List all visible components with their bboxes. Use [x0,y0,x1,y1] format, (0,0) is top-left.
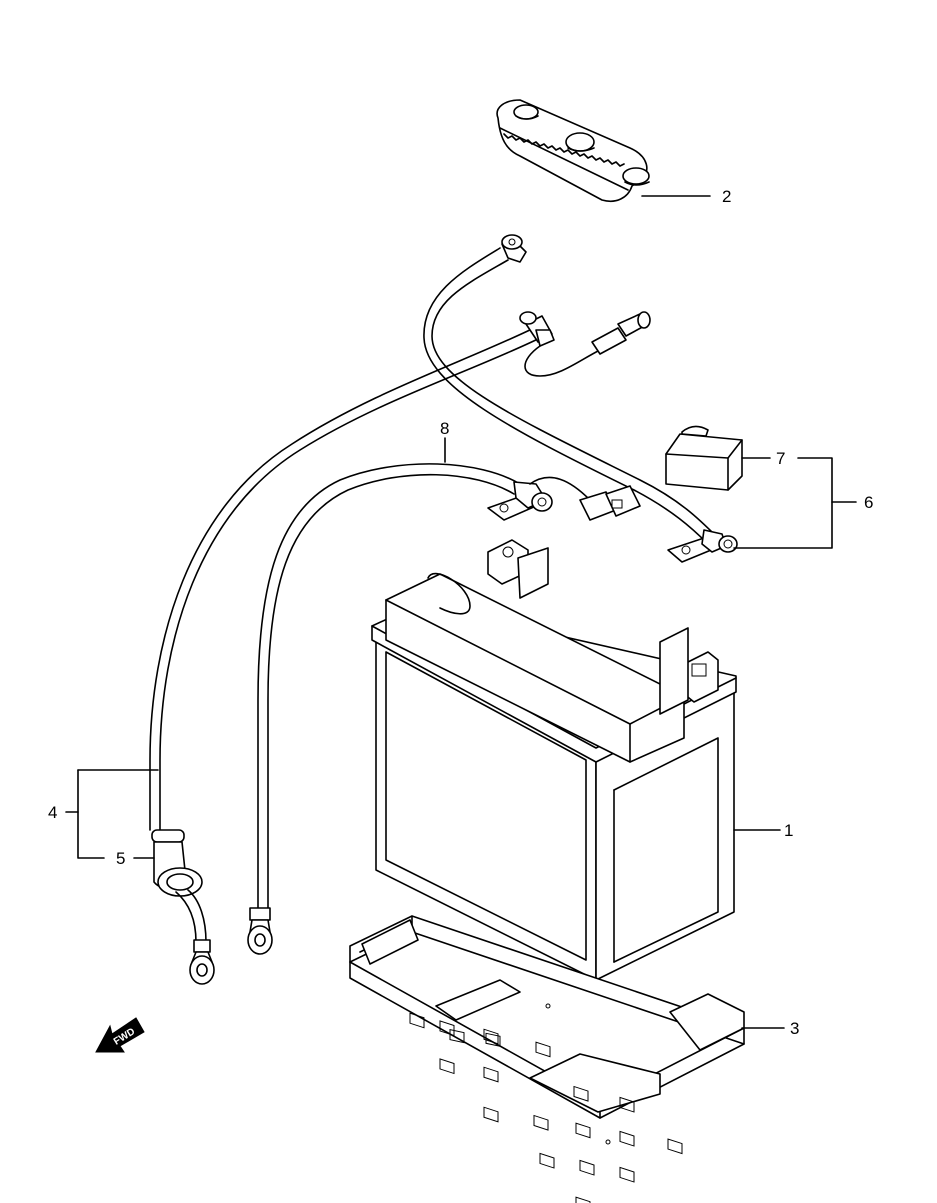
part-2-holder-pad[interactable] [496,99,650,202]
part-8-cable[interactable] [247,463,641,955]
callout-8: 8 [440,419,449,438]
cable-6-bottom-terminal [667,529,738,563]
callout-1: 1 [784,821,793,840]
part-6-cable[interactable] [423,234,738,563]
tray-slots [409,1012,683,1203]
cable-8-top-terminal [487,476,641,521]
part-4-cable[interactable] [149,311,651,831]
part-7-cover[interactable] [665,425,743,491]
battery-terminal-positive [659,627,719,715]
callout-2: 2 [722,187,731,206]
callout-7: 7 [776,449,785,468]
battery-terminal-negative [487,539,549,599]
callout-5: 5 [116,849,125,868]
callout-3: 3 [790,1019,799,1038]
cable-4-top-terminal [519,311,555,347]
leader-lines [65,195,857,1029]
fwd-arrow-icon: FWD [95,1017,145,1053]
part-1-battery[interactable] [371,539,737,981]
part-5-terminal-cover[interactable] [151,829,215,985]
part-3-tray[interactable] [349,915,745,1203]
callout-4: 4 [48,803,57,822]
cable-4-connector-branch [524,311,651,377]
callout-6: 6 [864,493,873,512]
cable-6-top-terminal [501,234,527,263]
